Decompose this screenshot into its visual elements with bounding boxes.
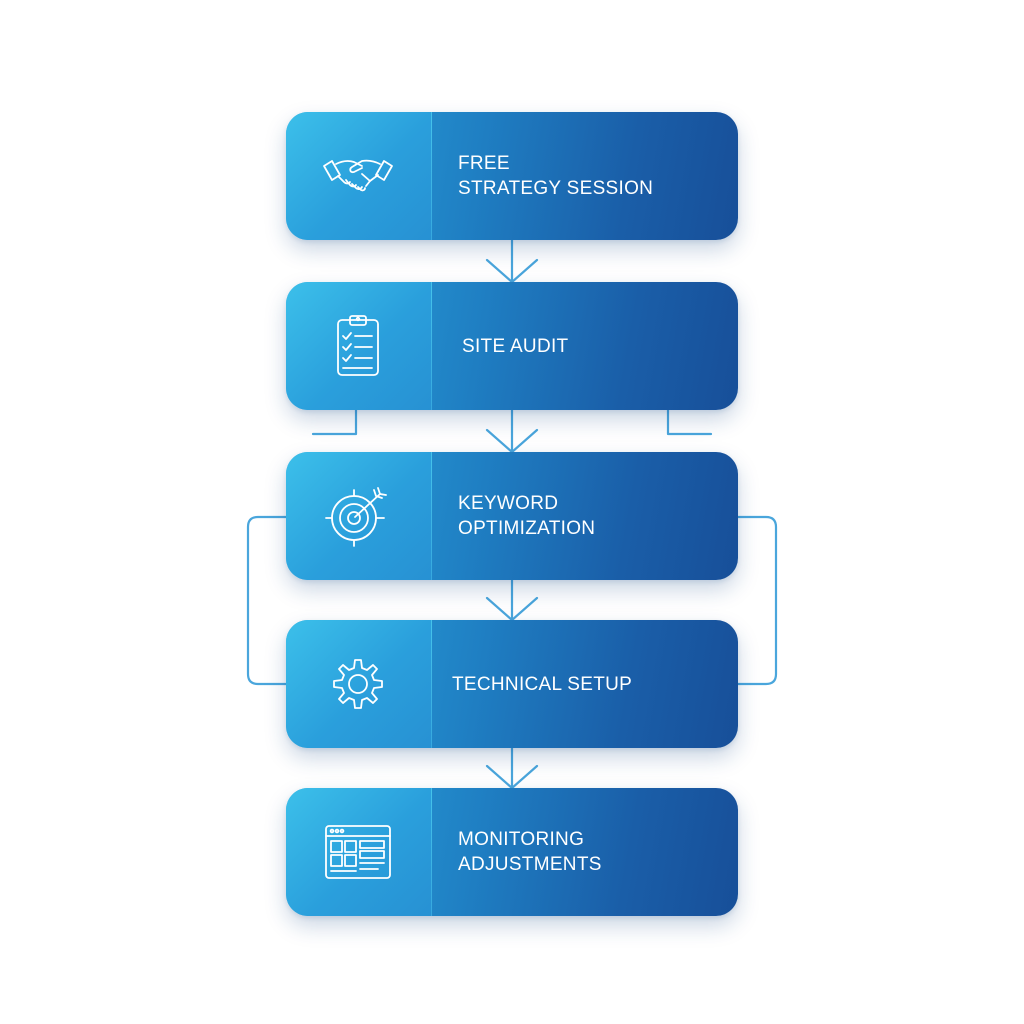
target-arrow-icon bbox=[322, 484, 394, 548]
connector-arrowhead-3 bbox=[485, 596, 539, 622]
dashboard-window-icon bbox=[322, 820, 394, 884]
step-label-line: FREE bbox=[458, 153, 510, 174]
step-label: MONITORING ADJUSTMENTS bbox=[458, 788, 728, 916]
icon-panel bbox=[286, 788, 432, 916]
handshake-icon bbox=[322, 144, 394, 208]
step-card-keyword-optimization: KEYWORD OPTIMIZATION bbox=[286, 452, 738, 580]
bracket-right bbox=[666, 408, 713, 436]
step-label: KEYWORD OPTIMIZATION bbox=[458, 452, 728, 580]
connector-arrowhead-2 bbox=[485, 428, 539, 454]
step-label-line: KEYWORD bbox=[458, 493, 559, 514]
connector-arrowhead-4 bbox=[485, 764, 539, 790]
connector-arrowhead-1 bbox=[485, 258, 539, 284]
gear-icon bbox=[322, 652, 394, 716]
step-card-monitoring-adjustments: MONITORING ADJUSTMENTS bbox=[286, 788, 738, 916]
step-label-line: OPTIMIZATION bbox=[458, 518, 596, 539]
step-label-line: STRATEGY SESSION bbox=[458, 178, 654, 199]
loop-left bbox=[246, 515, 288, 686]
bracket-left bbox=[311, 408, 358, 436]
step-label: TECHNICAL SETUP bbox=[452, 620, 722, 748]
loop-right bbox=[736, 515, 778, 686]
step-card-technical-setup: TECHNICAL SETUP bbox=[286, 620, 738, 748]
step-label-line: ADJUSTMENTS bbox=[458, 854, 602, 875]
step-label: SITE AUDIT bbox=[458, 282, 732, 410]
step-card-site-audit: SITE AUDIT bbox=[286, 282, 738, 410]
icon-panel bbox=[286, 620, 432, 748]
step-label: FREE STRATEGY SESSION bbox=[458, 112, 728, 240]
step-label-line: SITE AUDIT bbox=[462, 335, 569, 357]
step-label-line: TECHNICAL SETUP bbox=[452, 673, 633, 695]
step-label-line: MONITORING bbox=[458, 829, 585, 850]
clipboard-checklist-icon bbox=[322, 314, 394, 378]
icon-panel bbox=[286, 112, 432, 240]
step-card-strategy-session: FREE STRATEGY SESSION bbox=[286, 112, 738, 240]
icon-panel bbox=[286, 282, 432, 410]
